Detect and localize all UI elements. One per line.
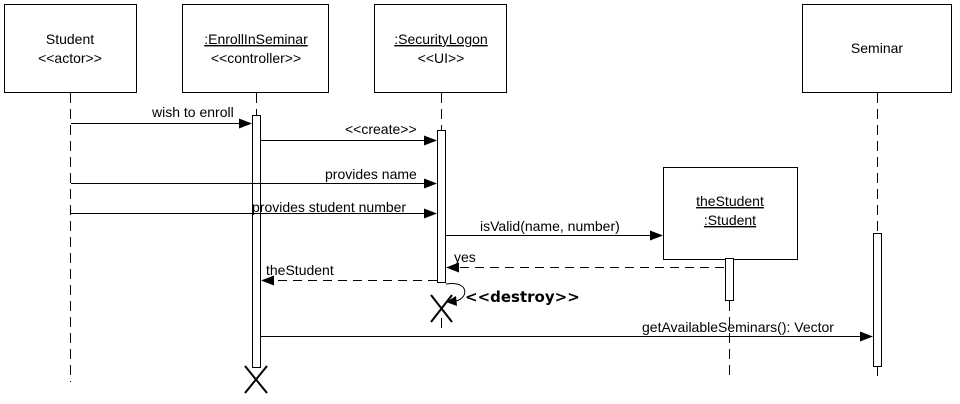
message-label: provides student number	[252, 199, 406, 215]
x-mark-icon	[244, 365, 268, 394]
participant-box	[802, 4, 952, 93]
message-label: <<create>>	[345, 121, 417, 137]
x-mark-icon	[430, 294, 453, 323]
filled-arrowhead-icon	[860, 331, 873, 342]
message-create: <<create>>	[261, 121, 437, 146]
participant-name: Student	[46, 31, 94, 47]
participant-security-logon: :SecurityLogon <<UI>>	[374, 4, 507, 93]
participant-box	[374, 4, 507, 93]
participant-box	[4, 4, 137, 93]
message-provides-name: provides name	[71, 166, 437, 189]
reply-label: yes	[454, 249, 476, 265]
message-label: getAvailableSeminars(): Vector	[642, 319, 834, 335]
participant-box	[182, 4, 329, 93]
filled-arrowhead-icon	[261, 275, 274, 286]
filled-arrowhead-icon	[424, 135, 437, 146]
participant-stereotype: <<controller>>	[211, 50, 301, 66]
reply-the-student: theStudent	[261, 262, 437, 286]
message-provides-student-number: provides student number	[71, 199, 437, 219]
participant-stereotype: <<UI>>	[418, 50, 465, 66]
participant-seminar: Seminar	[802, 4, 952, 93]
created-object-the-student: theStudent :Student	[663, 167, 798, 260]
reply-yes: yes	[446, 249, 724, 273]
message-label: isValid(name, number)	[480, 218, 620, 234]
message-label: wish to enroll	[151, 104, 234, 120]
participant-enroll-in-seminar: :EnrollInSeminar <<controller>>	[182, 4, 329, 93]
object-name: theStudent	[696, 193, 764, 209]
filled-arrowhead-icon	[446, 296, 457, 306]
activation-security-logon	[437, 130, 446, 283]
participant-name: Seminar	[851, 40, 903, 56]
activation-the-student	[725, 258, 734, 301]
participant-student: Student <<actor>>	[4, 4, 137, 93]
message-is-valid: isValid(name, number)	[446, 218, 663, 241]
participant-stereotype: <<actor>>	[38, 50, 102, 66]
reply-label: theStudent	[266, 262, 334, 278]
participant-name: :EnrollInSeminar	[204, 31, 308, 47]
object-class: :Student	[704, 212, 756, 228]
filled-arrowhead-icon	[446, 262, 459, 273]
message-wish-to-enroll: wish to enroll	[71, 104, 252, 129]
filled-arrowhead-icon	[424, 178, 437, 189]
message-label: provides name	[325, 166, 417, 182]
object-box	[663, 167, 798, 260]
message-destroy: <<destroy>>	[445, 283, 580, 306]
activation-enroll-in-seminar	[252, 115, 261, 368]
filled-arrowhead-icon	[424, 208, 437, 219]
activation-seminar	[873, 233, 882, 367]
filled-arrowhead-icon	[650, 230, 663, 241]
message-get-available-seminars: getAvailableSeminars(): Vector	[261, 319, 873, 342]
filled-arrowhead-icon	[239, 118, 252, 129]
participant-name: :SecurityLogon	[394, 31, 487, 47]
message-label: <<destroy>>	[465, 288, 580, 306]
